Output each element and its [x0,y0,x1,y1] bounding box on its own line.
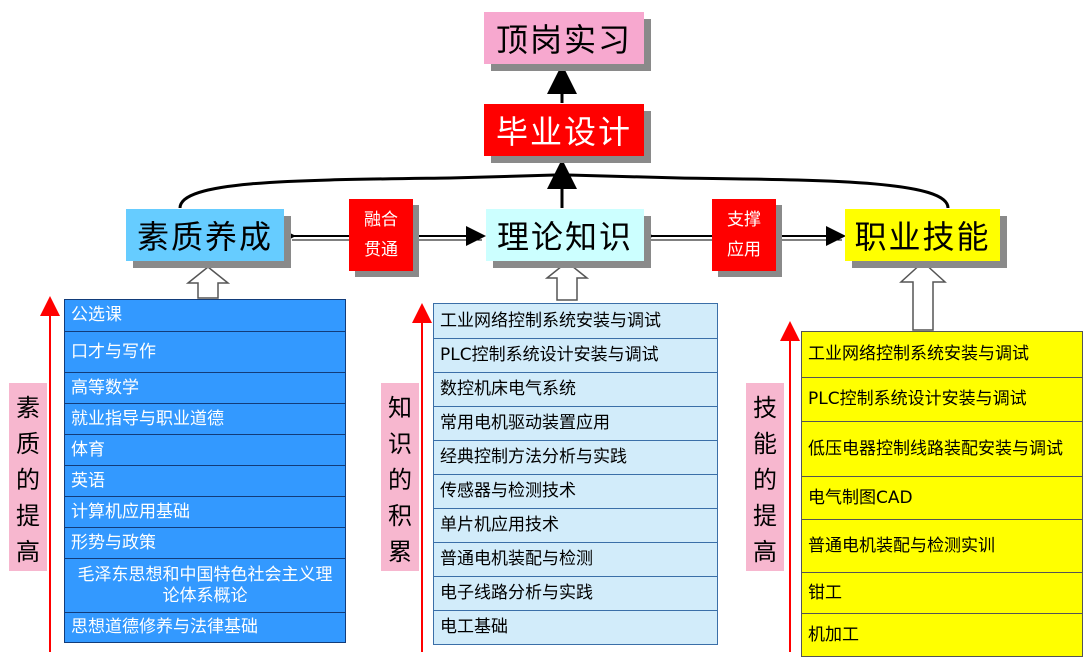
link-right-line1: 支撑 [727,210,761,230]
link-left-line2: 贯通 [364,240,398,260]
side-label-center: 知 识 的 积 累 [381,383,419,571]
list-item: 普通电机装配与检测 [433,542,718,577]
list-item: 钳工 [801,572,1083,614]
side-label-left-char: 高 [16,537,40,566]
list-item: 机加工 [801,613,1083,657]
side-label-center-char: 累 [388,537,412,566]
theory-course-list: 工业网络控制系统安装与调试 PLC控制系统设计安装与调试 数控机床电气系统 常用… [433,303,718,645]
side-label-left-char: 质 [16,429,40,458]
link-right-badge: 支撑 应用 [712,199,776,271]
quality-box: 素质养成 [126,209,284,261]
list-item: 电气制图CAD [801,476,1083,520]
list-item: PLC控制系统设计安装与调试 [433,338,718,373]
side-label-left: 素 质 的 提 高 [9,383,47,571]
side-label-center-char: 知 [388,393,412,422]
theory-box: 理论知识 [486,209,644,261]
quality-label: 素质养成 [136,218,273,256]
graduation-box: 毕业设计 [484,104,644,156]
hollow-arrow-theory [544,261,590,301]
list-item: 单片机应用技术 [433,508,718,543]
internship-label: 顶岗实习 [495,21,632,59]
theory-label: 理论知识 [496,218,633,256]
list-item: 计算机应用基础 [64,496,346,528]
list-item: 经典控制方法分析与实践 [433,440,718,475]
skill-course-list: 工业网络控制系统安装与调试 PLC控制系统设计安装与调试 低压电器控制线路装配安… [801,331,1083,657]
arc-skill-to-graduation [567,173,950,209]
graduation-label: 毕业设计 [495,113,632,151]
list-item: 英语 [64,465,346,497]
hollow-arrow-quality [185,266,231,299]
list-item: 公选课 [64,299,346,332]
side-label-center-char: 识 [388,429,412,458]
side-label-center-char: 积 [388,501,412,530]
list-item: 电工基础 [433,610,718,645]
list-item: 数控机床电气系统 [433,372,718,407]
side-label-right-char: 提 [753,501,777,530]
list-item: 口才与写作 [64,331,346,373]
skill-box: 职业技能 [845,209,1000,261]
list-item: 低压电器控制线路装配安装与调试 [801,421,1083,477]
list-item: 工业网络控制系统安装与调试 [801,331,1083,378]
list-item: 工业网络控制系统安装与调试 [433,303,718,339]
link-left-badge: 融合 贯通 [349,199,413,271]
quality-course-list: 公选课 口才与写作 高等数学 就业指导与职业道德 体育 英语 计算机应用基础 形… [64,299,346,643]
side-label-right: 技 能 的 提 高 [746,383,784,571]
link-left-line1: 融合 [364,210,398,230]
side-label-right-char: 能 [753,429,777,458]
list-item: 毛泽东思想和中国特色社会主义理论体系概论 [64,558,346,613]
list-item: 就业指导与职业道德 [64,403,346,435]
list-item: 高等数学 [64,372,346,404]
list-item: 传感器与检测技术 [433,474,718,509]
list-item: 普通电机装配与检测实训 [801,519,1083,573]
link-right-line2: 应用 [727,240,761,260]
list-item: 体育 [64,434,346,466]
side-label-right-char: 的 [753,465,777,494]
list-item: 思想道德修养与法律基础 [64,612,346,643]
skill-label: 职业技能 [854,218,991,256]
side-label-right-char: 高 [753,537,777,566]
side-label-center-char: 的 [388,465,412,494]
side-label-left-char: 的 [16,465,40,494]
side-label-left-char: 素 [16,393,40,422]
internship-box: 顶岗实习 [484,12,644,64]
arc-quality-to-graduation [178,173,556,209]
side-label-right-char: 技 [753,393,777,422]
list-item: PLC控制系统设计安装与调试 [801,377,1083,422]
list-item: 电子线路分析与实践 [433,576,718,611]
list-item: 常用电机驱动装置应用 [433,406,718,441]
hollow-arrow-skill [899,260,947,331]
side-label-left-char: 提 [16,501,40,530]
list-item: 形势与政策 [64,527,346,559]
